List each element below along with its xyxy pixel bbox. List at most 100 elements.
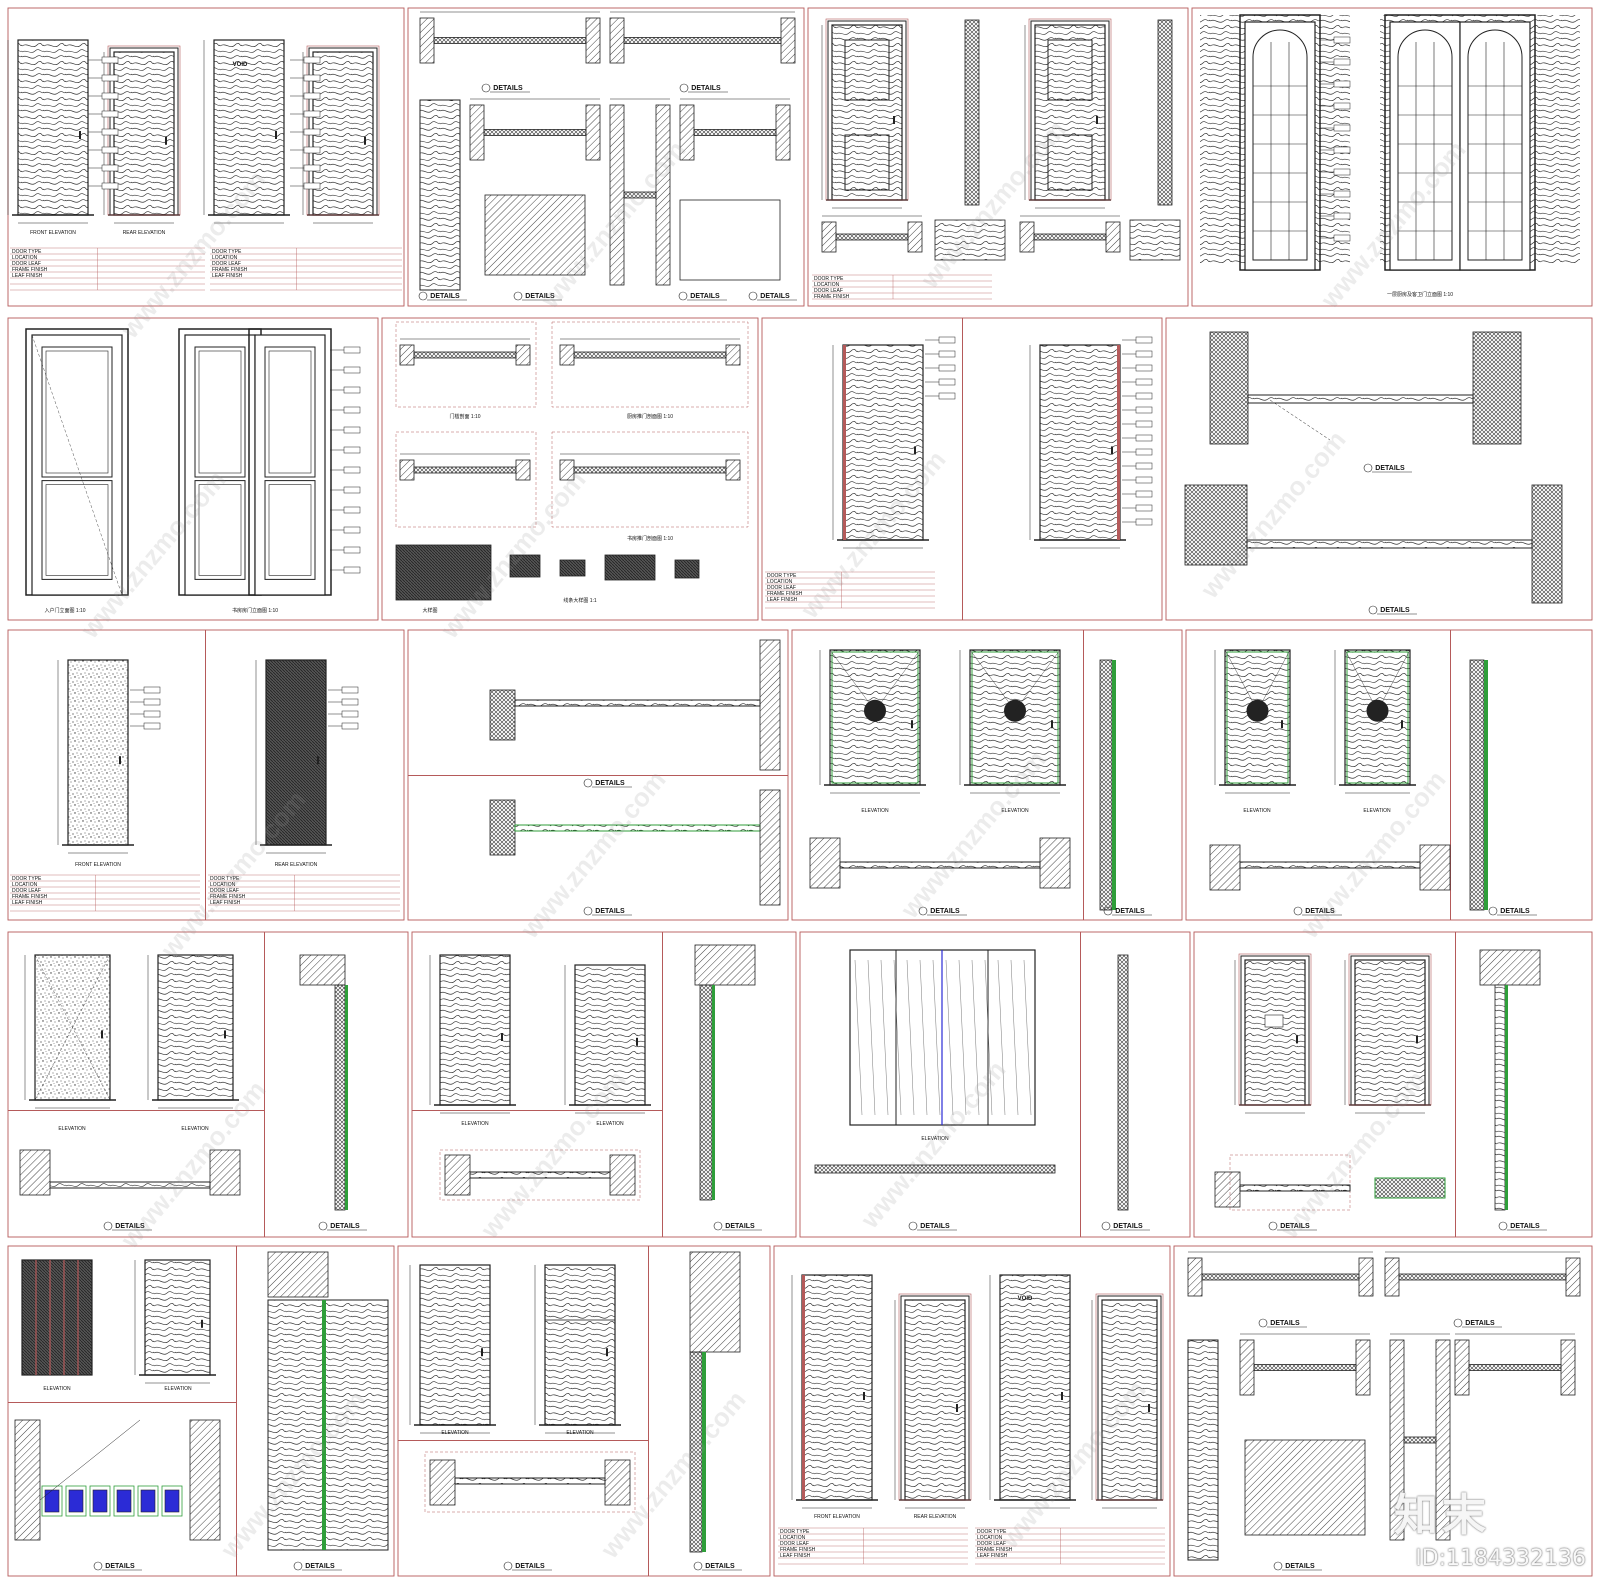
tag-box <box>101 128 119 136</box>
wall-wood-section <box>267 1299 389 1551</box>
title-block-label: LOCATION <box>767 579 793 585</box>
detail-title: DETAILS <box>1270 1320 1300 1327</box>
wall-section <box>821 221 837 253</box>
door-leaf-section <box>1201 1273 1360 1281</box>
detail-bubble <box>1293 906 1303 916</box>
door-handle <box>1401 720 1403 729</box>
panel-divider <box>1455 932 1456 1237</box>
title-block-label: DOOR LEAF <box>12 261 41 267</box>
hinge-outline <box>41 1485 63 1517</box>
title-block-label: DOOR TYPE <box>210 876 240 882</box>
front-elevation-label: FRONT ELEVATION <box>814 1514 860 1520</box>
panel-divider <box>1450 630 1451 920</box>
hinge-block <box>44 1489 60 1513</box>
door-leaf <box>904 1299 966 1501</box>
tag-box <box>303 56 321 64</box>
tag-box <box>1135 476 1153 484</box>
details-r4a-1: DETAILS <box>103 1221 152 1231</box>
detail-title: DETAILS <box>725 1223 755 1230</box>
title-block-label: FRAME FINISH <box>210 894 246 900</box>
detail-border <box>551 321 749 408</box>
wall-section <box>585 104 601 161</box>
diagonal-watermark-text: www.znzmo.com <box>114 1075 272 1255</box>
door-wood-framed-e <box>1234 953 1312 1114</box>
door-leaf-section <box>623 37 782 44</box>
drawing-title-h: 线条大样图 1:1 <box>563 597 597 604</box>
detail-title: DETAILS <box>760 293 790 300</box>
door-leaf-section <box>413 466 517 474</box>
wall-section <box>515 344 531 366</box>
door-side-section <box>334 984 346 1211</box>
door-leaf <box>312 51 374 216</box>
raised-panel <box>194 346 246 478</box>
panel-divider <box>412 1110 662 1111</box>
raised-panel-inner <box>198 484 242 576</box>
tag-box <box>101 110 119 118</box>
tag-box <box>1135 448 1153 456</box>
tag-box <box>341 698 359 706</box>
drawing-title-f: 书房推门剖面图 1:10 <box>627 535 673 542</box>
details-r4c-1: DETAILS <box>908 1221 957 1231</box>
tag-box <box>938 392 956 400</box>
detail-bubble <box>918 906 928 916</box>
wall-section <box>1419 844 1451 891</box>
door-leaf <box>831 24 903 201</box>
wall-section <box>907 221 923 253</box>
tag-box <box>1135 462 1153 470</box>
door-leaf-section <box>1239 861 1421 869</box>
tag-box <box>303 164 321 172</box>
wall-section <box>585 17 601 64</box>
door-leaf-section <box>514 699 761 707</box>
title-block-label: LOCATION <box>780 1535 806 1541</box>
door-rear-elevation-k <box>894 1293 972 1509</box>
wall-section <box>1355 1339 1371 1396</box>
raised-panel-inner <box>268 484 312 576</box>
tag-box <box>938 336 956 344</box>
door-handle <box>481 1348 483 1357</box>
details-r1b-2: DETAILS <box>679 83 728 93</box>
glass-reflection <box>958 959 967 1116</box>
seal-strip <box>1484 660 1488 910</box>
inlay-border <box>1226 651 1289 784</box>
inlay-border <box>971 651 1059 784</box>
wall-section <box>655 104 671 286</box>
tag-box <box>101 74 119 82</box>
door-handle <box>1416 1035 1418 1044</box>
detail-title: DETAILS <box>1305 908 1335 915</box>
glass-reflection <box>932 959 941 1116</box>
wall-section <box>809 837 841 889</box>
details-r5d-3: DETAILS <box>1273 1561 1322 1571</box>
section-r5d-2 <box>1384 1251 1581 1297</box>
detail-bubble <box>693 1561 703 1571</box>
panel-r4-b <box>411 931 797 1238</box>
detail-title: DETAILS <box>1280 1223 1310 1230</box>
panel-r5-a <box>7 1245 395 1577</box>
elevation-label: ELEVATION <box>596 1121 624 1127</box>
door-leaf-section <box>1246 539 1533 549</box>
door-leaf <box>1244 959 1306 1106</box>
diagonal-watermark-text: www.znzmo.com <box>154 785 312 965</box>
flush-door-rear <box>1029 344 1126 549</box>
flush-door-front <box>832 344 929 549</box>
door-wood-framed-f <box>1344 953 1432 1114</box>
door-casing <box>898 1293 972 1501</box>
title-block-label: FRAME FINISH <box>814 294 850 300</box>
callouts-r1d <box>1320 36 1351 242</box>
tag-box <box>1333 102 1351 110</box>
tag-box <box>1333 80 1351 88</box>
tag-box <box>1135 364 1153 372</box>
detail-title: DETAILS <box>705 1563 735 1570</box>
callouts-r1b <box>290 56 321 190</box>
detail-bubble <box>1258 1318 1268 1328</box>
door-handle <box>1096 116 1098 124</box>
door-leaf <box>254 334 326 596</box>
panel-divider <box>8 1402 236 1403</box>
details-r4a-2: DETAILS <box>318 1221 367 1231</box>
door-edge-band <box>802 1275 805 1500</box>
door-casing <box>1028 18 1112 201</box>
callouts-r2a <box>330 346 361 574</box>
hinge-block <box>140 1489 156 1513</box>
detail-bubble <box>583 778 593 788</box>
raised-panel <box>41 346 113 478</box>
detail-bubble <box>1368 605 1378 615</box>
